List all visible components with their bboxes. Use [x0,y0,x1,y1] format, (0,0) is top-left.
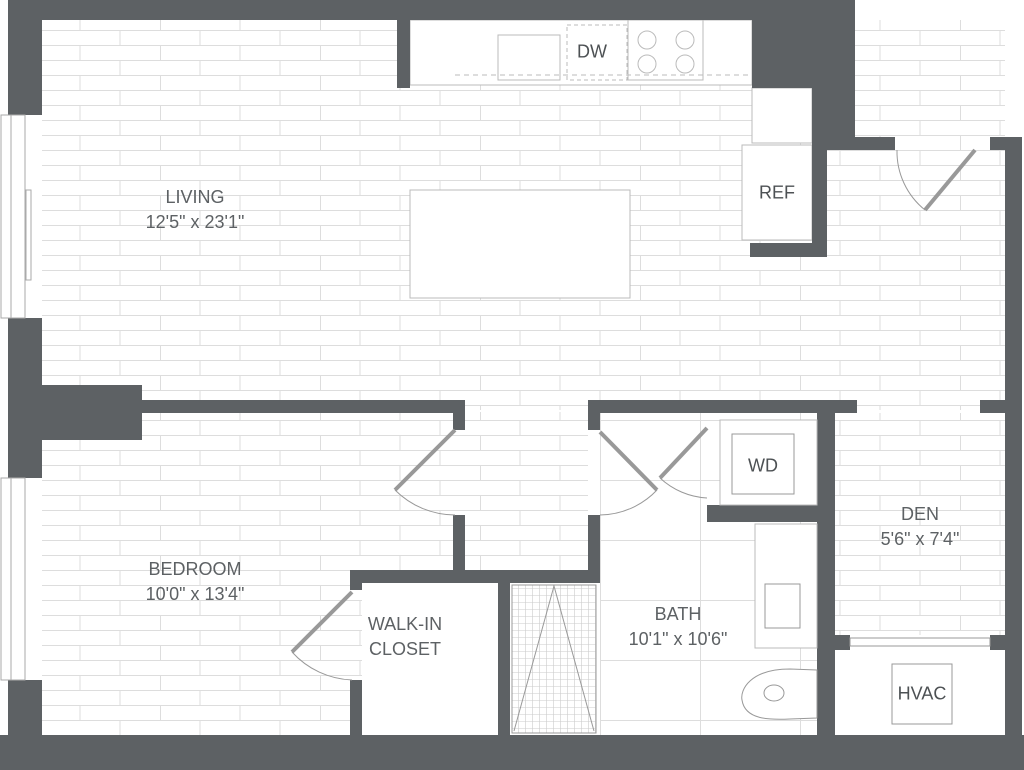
room-size: 12'5" x 23'1" [145,212,245,232]
room-name: BATH [654,604,702,624]
doors [290,148,991,681]
room-label-bedroom: BEDROOM 10'0" x 13'4" [146,557,245,607]
washer-dryer [731,433,795,495]
dishwasher-label: DW [577,41,607,62]
floor-closet [362,583,510,735]
windows [0,114,32,681]
room-label-bath: BATH 10'1" x 10'6" [629,602,728,652]
hvac-label: HVAC [897,683,947,704]
sink [764,583,801,629]
room-size: 10'0" x 13'4" [145,584,245,604]
room-name: LIVING [165,187,225,207]
floor-den [835,413,1005,635]
room-name: DEN [900,504,940,524]
kitchen-counter [409,19,813,241]
hvac-unit [891,663,953,725]
floor-hall [462,412,588,570]
shower [511,584,597,734]
toilet [741,668,818,720]
kitchen-island [409,189,631,299]
room-label-closet: WALK-IN CLOSET [368,612,442,662]
room-name: WALK-IN [367,614,443,634]
room-size: 5'6" x 7'4" [880,529,960,549]
room-name: CLOSET [368,639,442,659]
room-label-living: LIVING 12'5" x 23'1" [146,185,245,235]
washer-dryer-label: WD [748,455,778,476]
room-label-den: DEN 5'6" x 7'4" [881,502,960,552]
room-size: 10'1" x 10'6" [628,629,728,649]
refrigerator-label: REF [759,182,795,203]
room-name: BEDROOM [148,559,242,579]
